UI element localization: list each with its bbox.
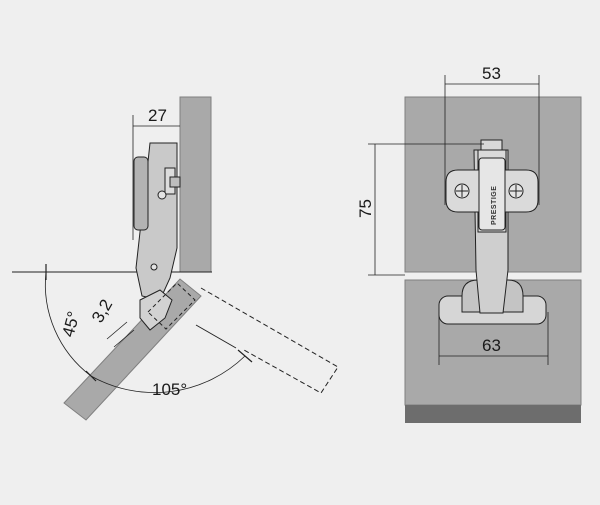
door-closed-ghost-inner-line	[195, 324, 237, 349]
dim75-label: 75	[356, 199, 375, 218]
hinge-arm-adjust-screw	[157, 190, 167, 200]
front-view: PRESTIGE 53 75 63	[356, 64, 582, 423]
angle45-arc	[45, 271, 92, 377]
hinge-arm-pivot	[150, 263, 158, 271]
dim32-label: 3,2	[88, 296, 116, 326]
plate-screw-left	[454, 183, 470, 199]
angle105-tick-right	[237, 349, 253, 363]
dim27-label: 27	[148, 106, 167, 125]
hinge-arm-screw-head	[169, 176, 181, 188]
dim53-label: 53	[482, 64, 501, 83]
angle45-label: 45°	[59, 309, 84, 339]
side-view: 27 3,2 45° 105°	[12, 96, 339, 421]
door-edge-strip	[405, 405, 581, 423]
hinge-mounting-plate	[133, 156, 149, 231]
door-cup-outline-dashed	[147, 282, 196, 330]
hinge-cup	[139, 289, 173, 331]
angle105-label: 105°	[152, 380, 187, 399]
hinge-arm-center-bar	[478, 157, 506, 231]
brand-label: PRESTIGE	[491, 186, 498, 225]
angle105-arc	[90, 355, 246, 393]
dim32-ext-a	[106, 321, 128, 340]
door-closed-ghost-dashed	[200, 287, 339, 394]
dim32-ext-b	[113, 329, 135, 348]
dim63-label: 63	[482, 336, 501, 355]
cabinet-side-panel	[179, 96, 212, 273]
plate-screw-right	[508, 183, 524, 199]
